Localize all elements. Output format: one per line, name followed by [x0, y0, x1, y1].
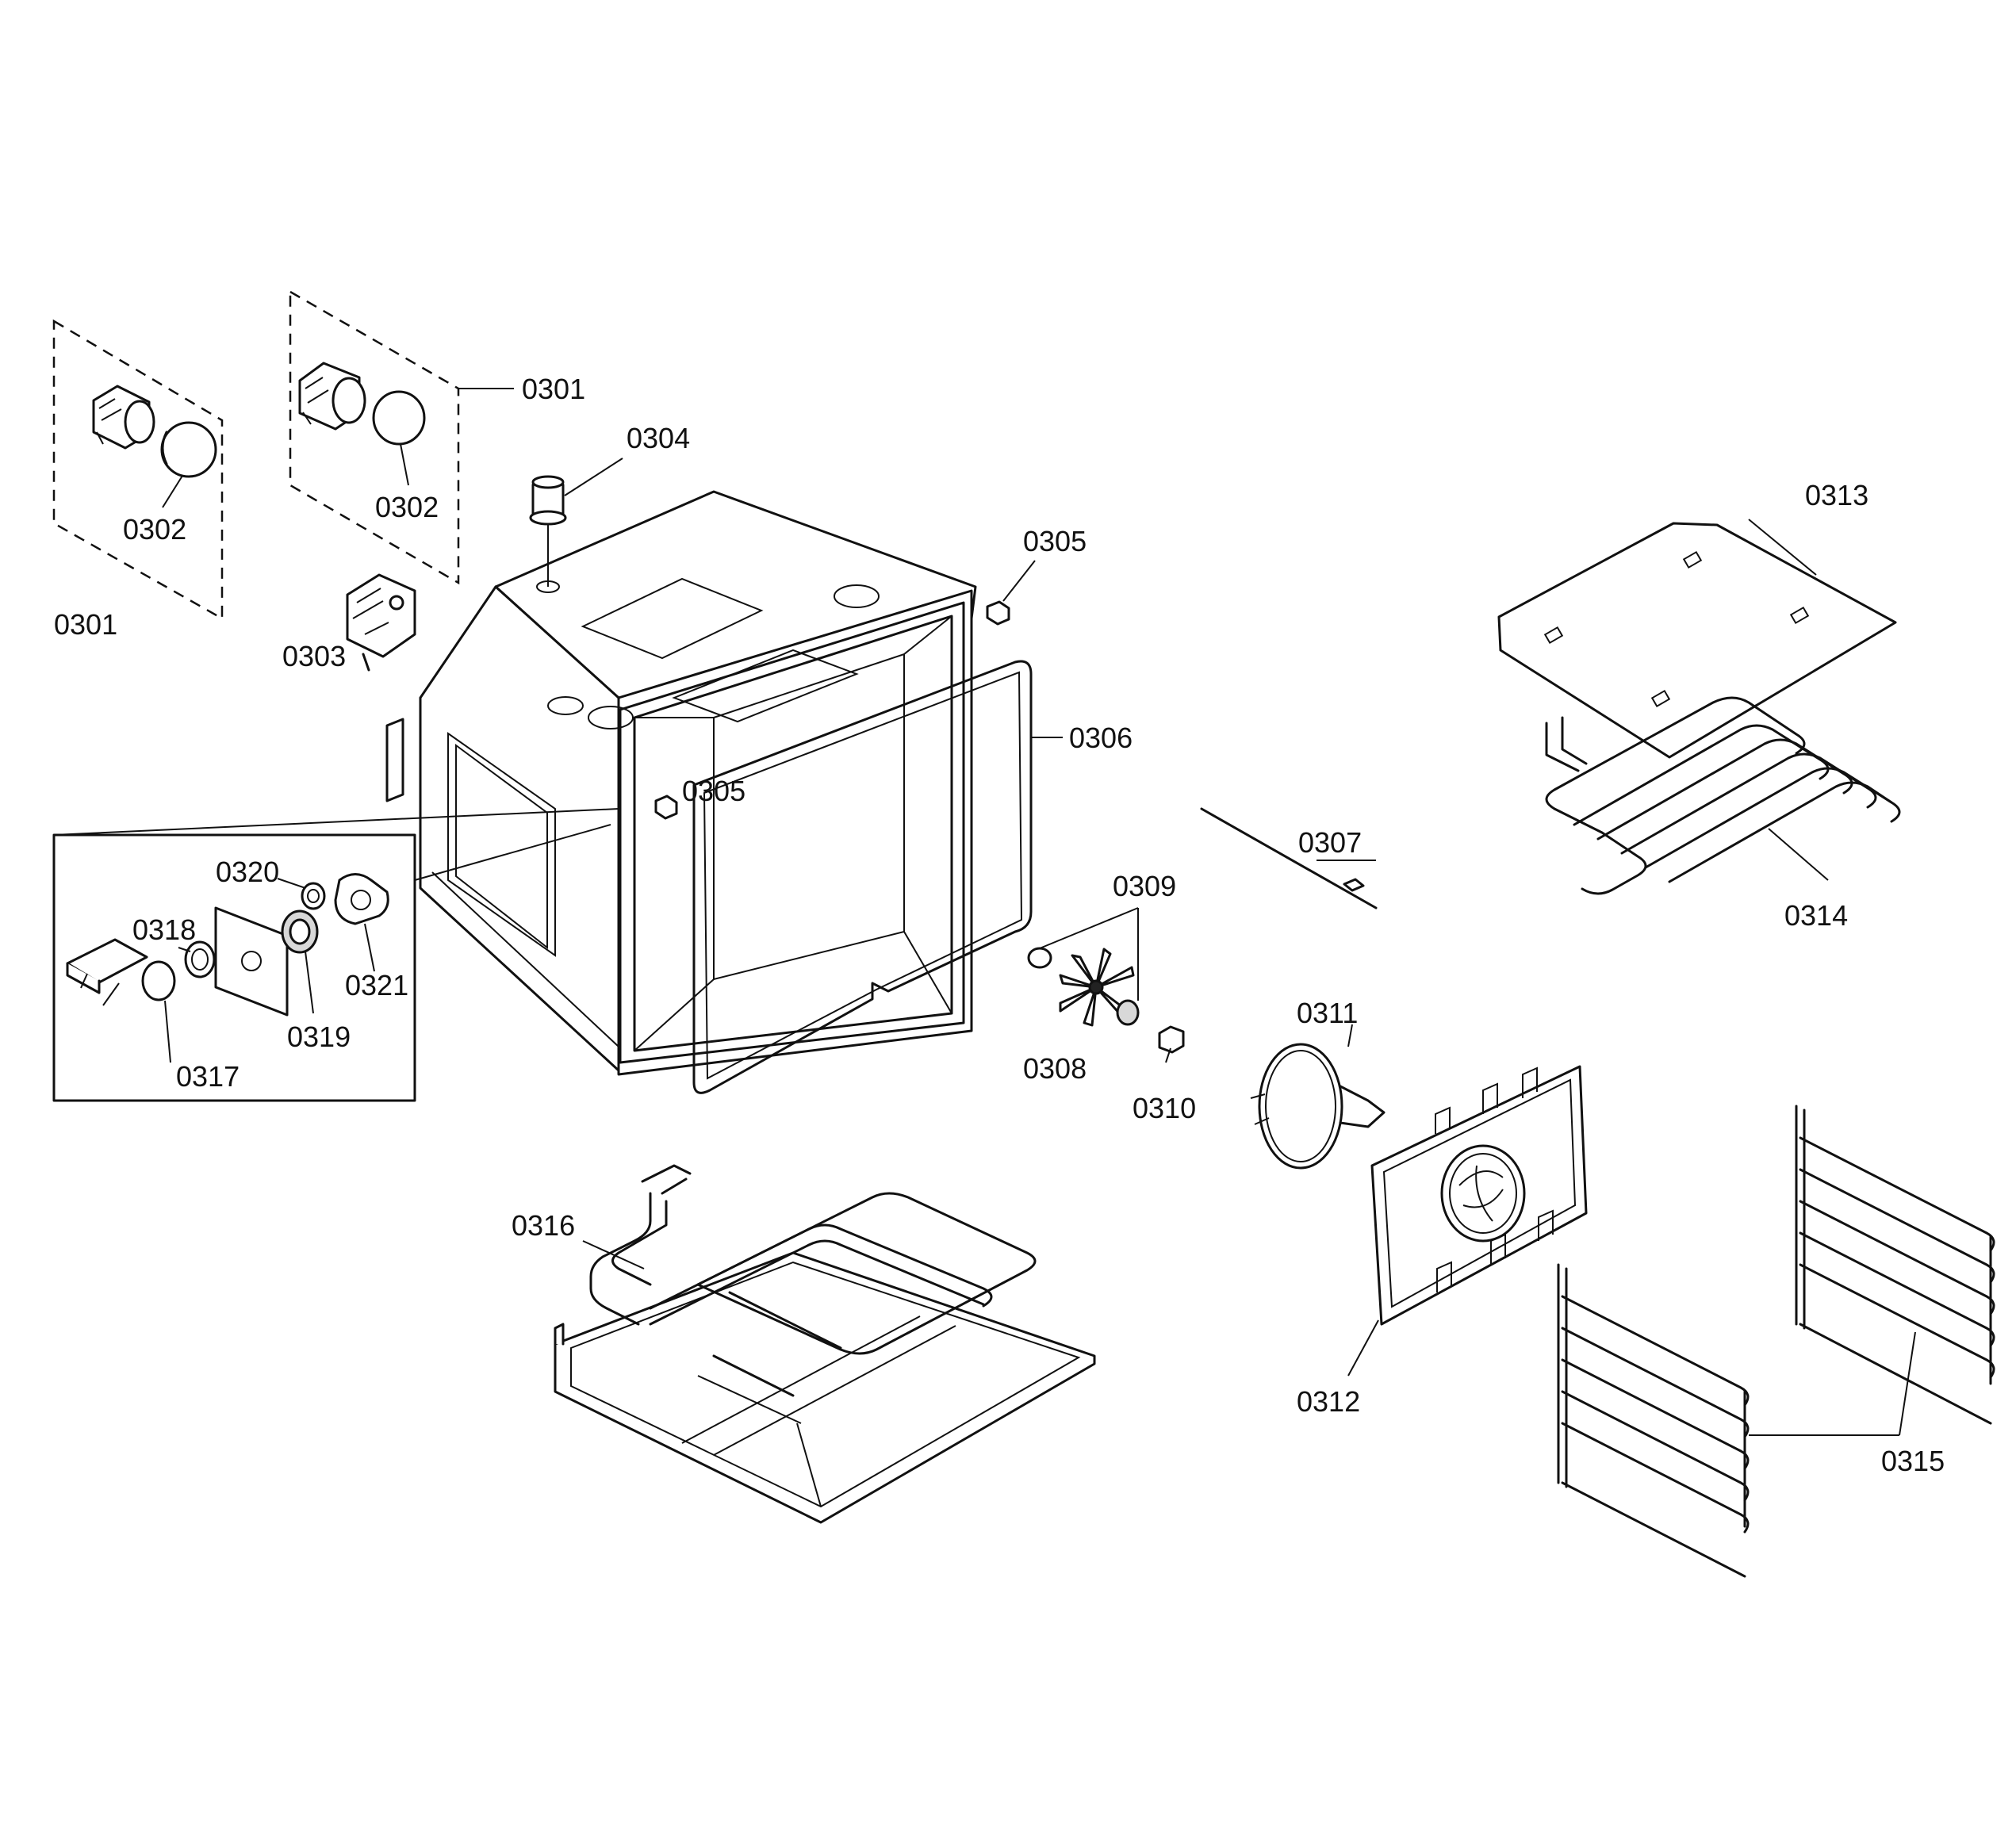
- bottom-heating-element-0316: [582, 1164, 1037, 1397]
- label-0306: 0306: [1069, 722, 1133, 754]
- label-0311: 0311: [1297, 997, 1358, 1029]
- rack-rail-right-0315: [1795, 1105, 1995, 1425]
- cover-cap-0321: [334, 873, 389, 972]
- label-0310: 0310: [1133, 1092, 1196, 1124]
- circular-heating-element-0311: [1250, 1043, 1386, 1170]
- label-0314: 0314: [1784, 899, 1848, 932]
- plug-0305-top: [986, 560, 1036, 626]
- label-0301-left: 0301: [54, 608, 117, 641]
- door-seal-0306: [692, 660, 1063, 1094]
- oven-cavity: [385, 490, 977, 1076]
- label-0309: 0309: [1113, 870, 1176, 902]
- rear-fan-panel-0312: [1347, 1065, 1588, 1377]
- lamp-detail-inset: [52, 808, 619, 1102]
- label-0321: 0321: [345, 969, 408, 1001]
- floor-tray: [554, 1251, 1096, 1524]
- lamp-socket-right: [298, 362, 366, 431]
- label-0303: 0303: [282, 640, 346, 672]
- thermostat-0303: [346, 573, 416, 672]
- label-0317: 0317: [176, 1060, 240, 1093]
- label-0302-left: 0302: [123, 513, 186, 546]
- lamp-assembly-right-group: [289, 289, 514, 585]
- label-0315: 0315: [1881, 1445, 1945, 1477]
- label-0320: 0320: [216, 856, 279, 888]
- plug-0305-front: [654, 795, 678, 820]
- gasket-ring-0318: [184, 940, 216, 978]
- lamp-glass-cover-left: [160, 421, 217, 478]
- label-0305-top: 0305: [1023, 525, 1087, 557]
- label-0304: 0304: [627, 422, 690, 454]
- lamp-glass-cover-right: [372, 390, 426, 446]
- rod-0307: [1200, 807, 1378, 909]
- label-0302-right: 0302: [375, 491, 439, 523]
- lamp-holder-0319: [281, 909, 319, 1014]
- label-0301-right: 0301: [522, 373, 585, 405]
- label-0319: 0319: [287, 1020, 351, 1053]
- top-heating-element-0314: [1545, 696, 1901, 895]
- label-0318: 0318: [132, 913, 196, 946]
- label-0305-front: 0305: [682, 775, 745, 807]
- mounting-plate: [214, 906, 289, 1017]
- lamp-assembly-left-group: [52, 319, 224, 621]
- convection-fan-0308: [1027, 907, 1140, 1027]
- label-0316: 0316: [512, 1209, 575, 1242]
- nut-0310: [1158, 1025, 1185, 1054]
- label-0312: 0312: [1297, 1385, 1360, 1418]
- label-0308: 0308: [1023, 1052, 1087, 1085]
- vent-pipe-0304: [529, 458, 623, 593]
- bushing-0320: [301, 882, 326, 910]
- label-0313: 0313: [1805, 479, 1868, 511]
- lamp-socket-left: [92, 385, 155, 450]
- part-labels: 0301 0301 0302 0302 0303 0304 0305 0305 …: [54, 373, 1945, 1477]
- label-0307: 0307: [1298, 826, 1362, 859]
- rack-rail-left-0315: [1557, 1263, 1916, 1578]
- lamp-socket-0317: [66, 938, 176, 1006]
- top-panel-0313: [1497, 519, 1897, 759]
